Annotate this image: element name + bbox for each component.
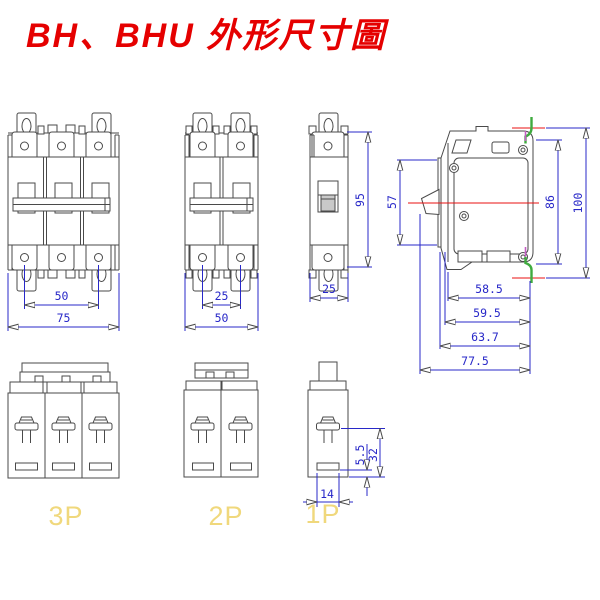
vent-window <box>491 141 510 154</box>
dim-side-depths: 58.5 59.5 63.7 77.5 <box>419 214 531 374</box>
dim-label-2p-width: 50 <box>215 311 229 325</box>
mounting-slot <box>316 462 340 471</box>
dim-3p-overall-width: 75 <box>8 273 120 331</box>
dim-label-100: 100 <box>571 193 585 214</box>
top-view-2p: 2P <box>183 362 259 531</box>
dim-1p-overall-height: 95 <box>347 131 372 268</box>
dim-label-5-5: 5.5 <box>353 445 367 466</box>
dim-label-86: 86 <box>543 195 557 209</box>
dim-label-3p-width: 75 <box>57 311 71 325</box>
vent-window <box>457 250 483 263</box>
pole-label-3p: 3P <box>48 501 83 531</box>
mounting-slot <box>15 462 38 471</box>
breaker-handle-side <box>420 188 440 216</box>
dim-label-58-5: 58.5 <box>475 282 503 296</box>
front-view-1p: 95 25 <box>308 112 372 302</box>
dim-2p-overall-width: 50 <box>184 273 259 331</box>
front-view-2p: 25 50 <box>184 112 259 331</box>
front-view-3p: 50 75 <box>8 112 120 331</box>
mounting-slot <box>230 462 252 471</box>
dim-1p-top: 5.5 32 14 <box>303 428 385 507</box>
dim-label-1p-height: 95 <box>353 193 367 207</box>
top-view-3p: 3P <box>7 362 120 531</box>
dim-label-32: 32 <box>366 448 380 462</box>
dim-label-3p-pitch: 50 <box>55 289 69 303</box>
dim-label-14: 14 <box>320 487 334 501</box>
dim-1p-overall-width: 25 <box>309 273 349 302</box>
dim-label-1p-width: 25 <box>322 282 336 296</box>
dim-side-100: 100 <box>546 127 590 279</box>
dim-label-57: 57 <box>385 195 399 209</box>
dim-label-77-5: 77.5 <box>461 354 489 368</box>
vent-window <box>451 139 472 154</box>
pole-label-1p: 1P <box>305 499 340 529</box>
page-title: BH、BHU 外形尺寸圖 <box>26 17 387 55</box>
din-rail-clip-bottom <box>524 257 533 283</box>
mounting-slot <box>192 462 214 471</box>
handle-bar-2p <box>189 197 254 212</box>
top-view-1p: 1P 5.5 32 14 <box>303 361 385 529</box>
dim-label-59-5: 59.5 <box>473 306 501 320</box>
dim-2p-pole-pitch: 25 <box>202 265 241 309</box>
dim-side-86: 86 <box>536 139 562 265</box>
side-view: 57 86 100 58.5 59.5 <box>385 117 590 374</box>
mounting-slot <box>89 462 112 471</box>
handle-bar-3p <box>12 197 111 212</box>
toggle-handle-1p <box>317 180 339 213</box>
breaker-shell-1p <box>308 125 349 279</box>
pole-label-2p: 2P <box>208 501 243 531</box>
mounting-slot <box>52 462 75 471</box>
dim-label-2p-pitch: 25 <box>215 289 229 303</box>
dim-3p-pole-pitch: 50 <box>24 265 99 309</box>
dim-label-63-7: 63.7 <box>471 330 499 344</box>
side-body-outline <box>440 126 534 270</box>
dim-side-57: 57 <box>385 159 437 246</box>
vent-window <box>486 250 511 263</box>
